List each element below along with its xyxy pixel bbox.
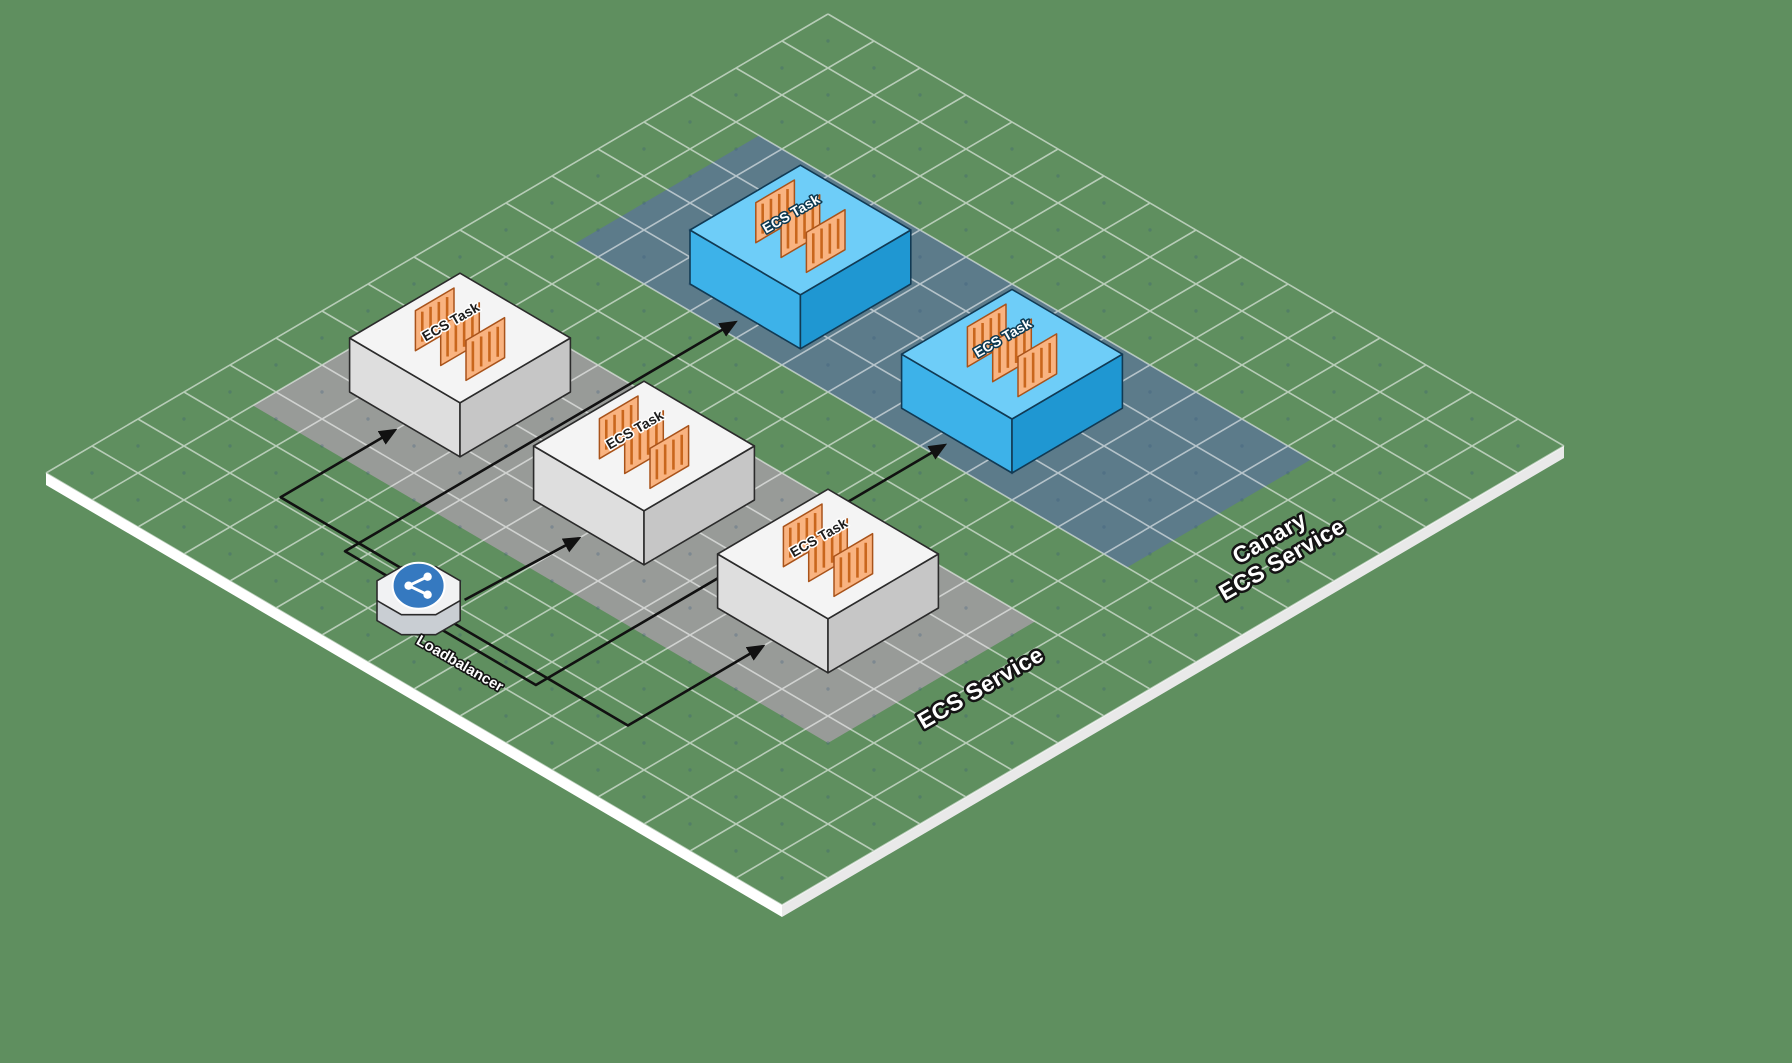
- loadbalancer-disk: [391, 561, 446, 610]
- container-icon: [833, 532, 874, 598]
- canary-ecs-task-node: ECS Task: [900, 288, 1124, 474]
- platform-edge-left: [46, 473, 782, 917]
- container-icon: [807, 518, 849, 583]
- container-icon: [780, 194, 821, 259]
- container-icon: [414, 287, 455, 352]
- platform-edge-right: [782, 446, 1564, 917]
- container-icon: [782, 503, 823, 568]
- container-icon: [755, 179, 796, 244]
- connection-loadbalancer-to-ecs-task-3: [434, 610, 766, 727]
- container-icon: [805, 208, 846, 274]
- connection-loadbalancer-to-ecs-task-1: [279, 428, 438, 591]
- container-icon: [439, 302, 481, 367]
- ecs-task-node: ECS Task: [716, 488, 940, 674]
- ecs-task-node: ECS Task: [532, 380, 756, 566]
- ecs-task-node: ECS Task: [348, 272, 572, 458]
- canary-ecs-task-node: ECS Task: [689, 164, 912, 350]
- container-icon: [1017, 333, 1058, 398]
- container-icon: [649, 424, 690, 490]
- container-icon: [966, 303, 1007, 368]
- share-network-icon: [404, 572, 432, 599]
- connection-loadbalancer-to-ecs-task-2: [463, 536, 582, 602]
- container-icon: [465, 316, 506, 382]
- container-icon: [623, 410, 665, 475]
- grid-lines: [45, 13, 1565, 906]
